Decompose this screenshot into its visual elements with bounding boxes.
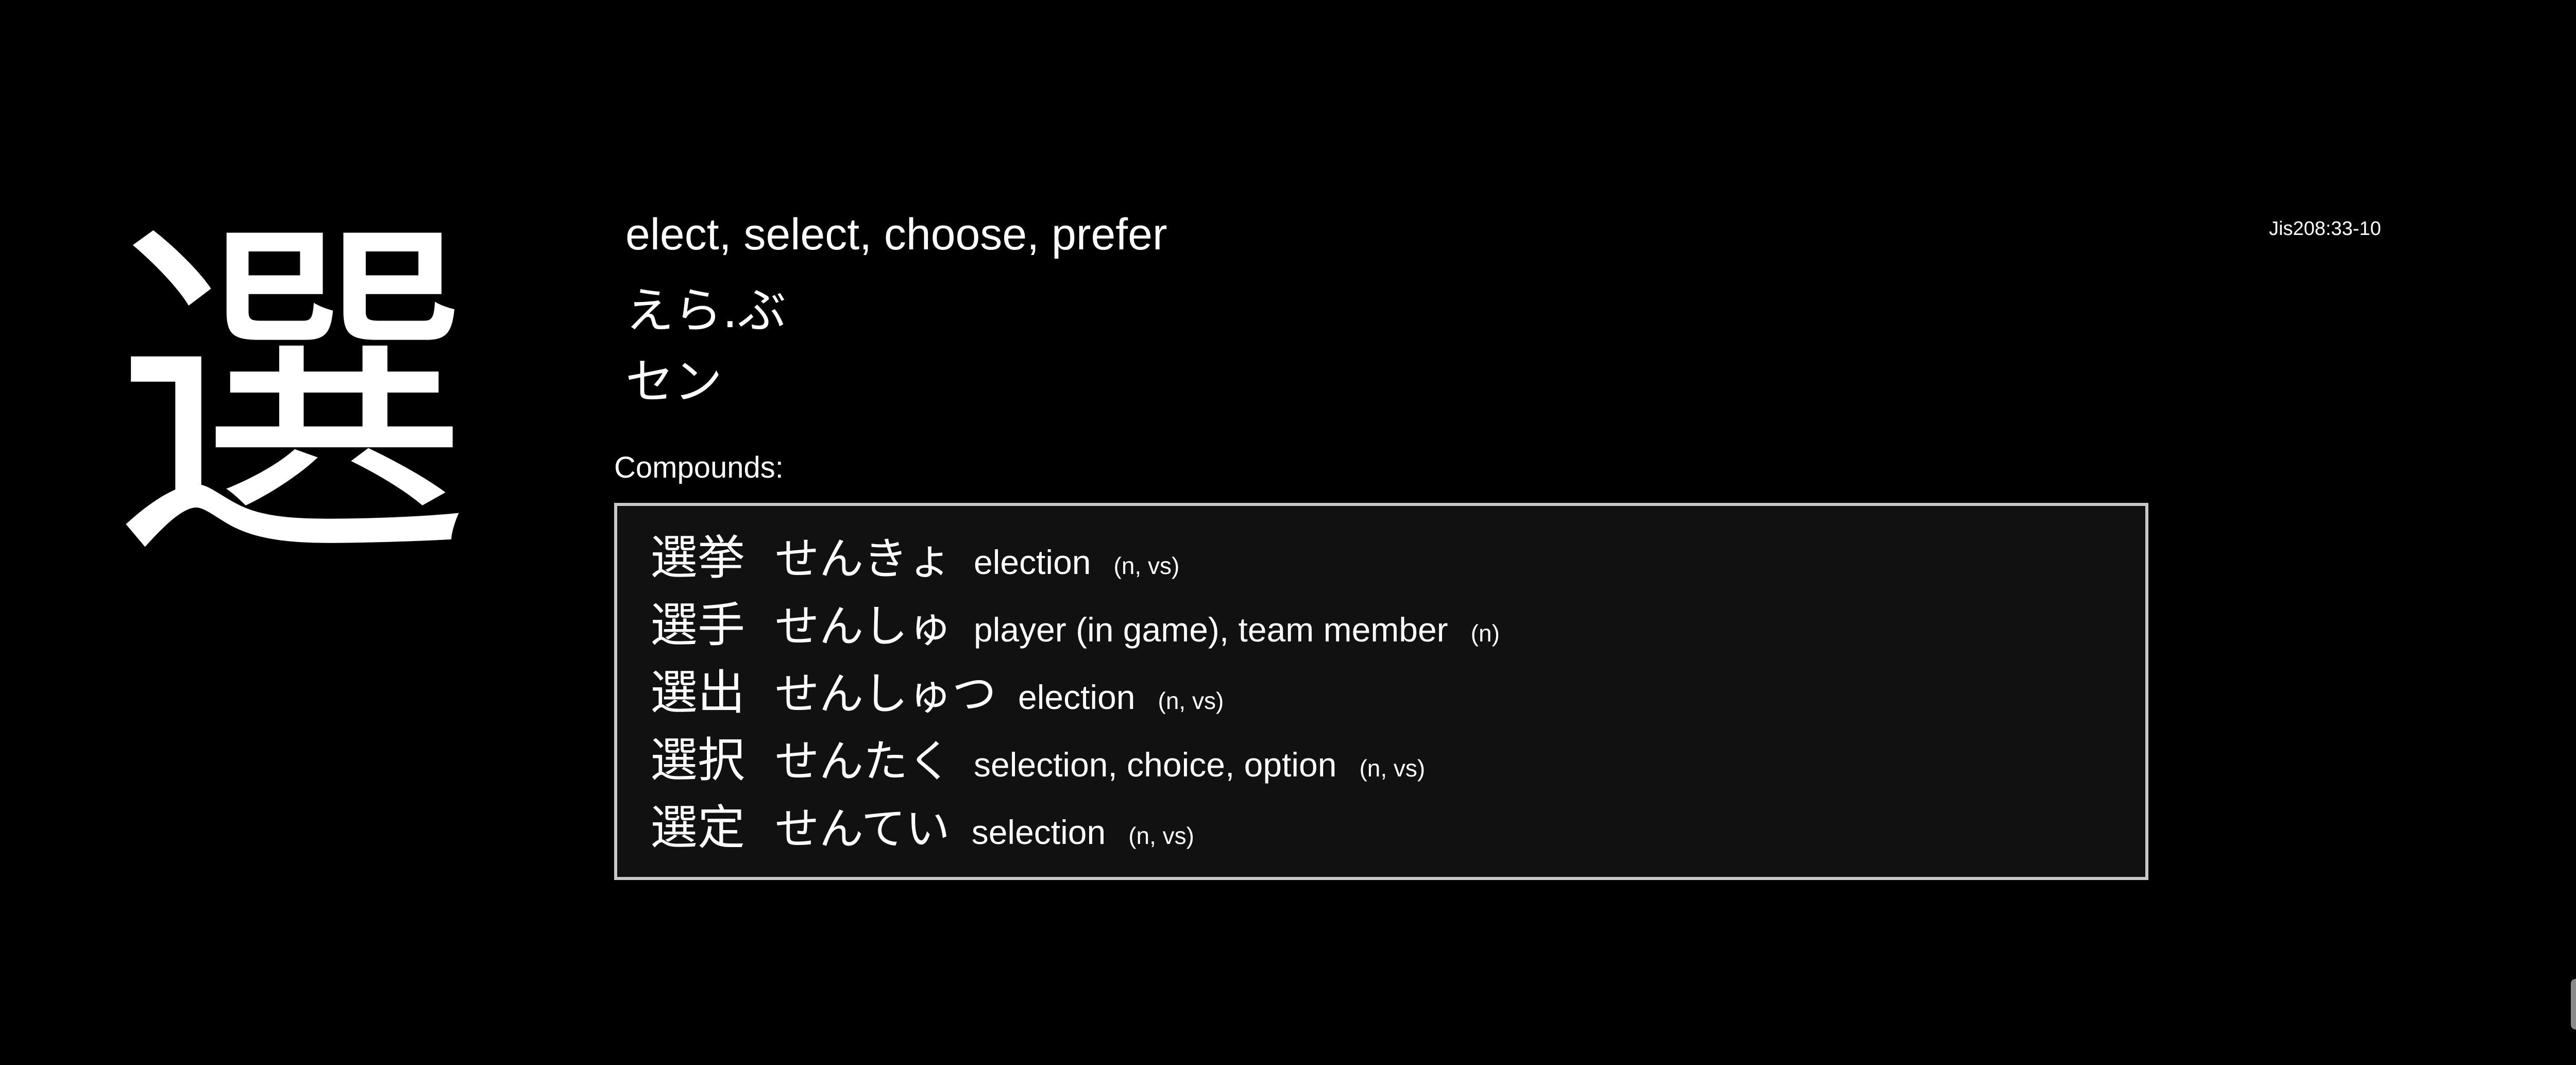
compound-word: 選択 (650, 733, 745, 788)
compound-gloss: election (974, 543, 1091, 581)
compound-reading: せんたく (775, 736, 953, 787)
compound-word: 選出 (650, 665, 745, 720)
compound-word: 選定 (650, 800, 745, 855)
compound-reading: せんきょ (775, 533, 953, 585)
compound-row: 選挙 せんきょ election (n, vs) (617, 519, 2145, 587)
compound-gloss: election (1018, 678, 1136, 716)
compound-gloss: selection, choice, option (974, 746, 1337, 784)
compound-row: 選手 せんしゅ player (in game), team member (n… (617, 587, 2145, 654)
compound-reading: せんしゅ (775, 601, 953, 652)
compound-gloss: player (in game), team member (974, 611, 1448, 649)
compound-part-of-speech: (n, vs) (1359, 755, 1426, 782)
compound-gloss: selection (971, 813, 1106, 851)
kanji-character: 選 (111, 187, 471, 606)
compounds-list: 選挙 せんきょ election (n, vs) 選手 せんしゅ player … (614, 503, 2148, 880)
compound-part-of-speech: (n) (1470, 620, 1500, 647)
compound-reading: せんしゅつ (775, 668, 997, 720)
compound-part-of-speech: (n, vs) (1113, 552, 1180, 579)
compound-part-of-speech: (n, vs) (1158, 687, 1224, 714)
compound-row: 選定 せんてい selection (n, vs) (617, 789, 2145, 857)
jis-code: Jis208:33-10 (2269, 218, 2381, 240)
on-reading: セン (625, 354, 723, 410)
compound-row: 選択 せんたく selection, choice, option (n, vs… (617, 722, 2145, 789)
compound-reading: せんてい (775, 803, 950, 855)
kun-reading: えら.ぶ (625, 283, 786, 339)
compound-part-of-speech: (n, vs) (1128, 822, 1194, 849)
scrollbar-handle[interactable] (2571, 979, 2576, 1029)
compounds-heading: Compounds: (614, 451, 784, 484)
compound-word: 選手 (650, 598, 745, 653)
kanji-meaning: elect, select, choose, prefer (625, 210, 1167, 259)
compound-word: 選挙 (650, 530, 745, 585)
compound-row: 選出 せんしゅつ election (n, vs) (617, 654, 2145, 722)
